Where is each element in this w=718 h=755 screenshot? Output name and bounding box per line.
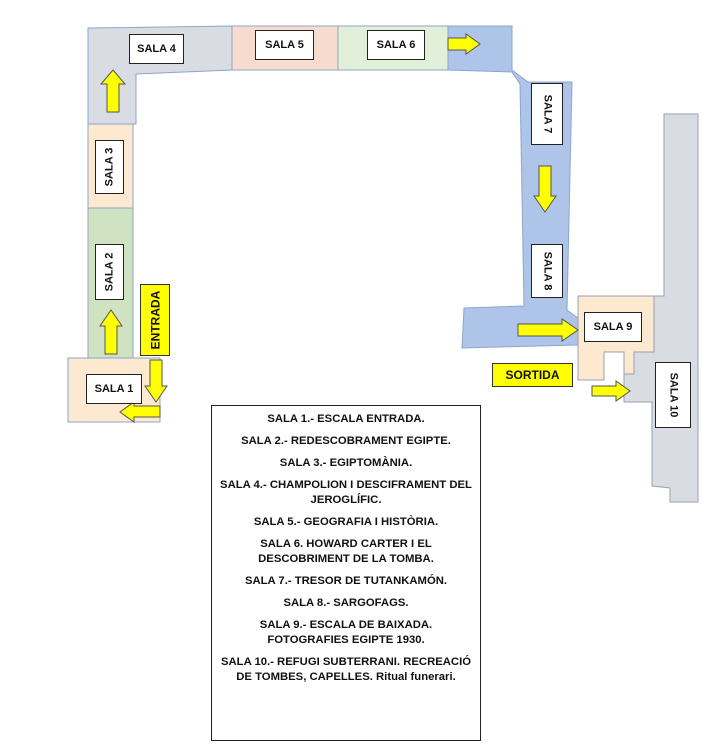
room-label-sala-1: SALA 1 <box>86 374 142 404</box>
arrow-down-entrada <box>144 359 168 403</box>
room-sala-7-8-area <box>447 25 579 349</box>
legend-item: SALA 7.- TRESOR DE TUTANKAMÓN. <box>244 575 448 587</box>
arrow-right-sala-9 <box>517 318 579 342</box>
room-label-sala-2: SALA 2 <box>95 244 124 300</box>
room-label-sala-3: SALA 3 <box>95 140 124 194</box>
arrow-left-sala-1 <box>119 401 161 423</box>
room-label-sala-10: SALA 10 <box>655 362 691 428</box>
arrow-right-sala-6 <box>447 33 481 55</box>
legend-item: SALA 3.- EGIPTOMÀNIA. <box>279 457 413 469</box>
room-label-sala-7: SALA 7 <box>531 83 563 145</box>
room-label-sala-9: SALA 9 <box>584 312 642 342</box>
room-label-sala-5: SALA 5 <box>255 30 314 60</box>
room-label-sala-6: SALA 6 <box>367 30 425 60</box>
entrance-label: ENTRADA <box>140 284 170 356</box>
legend-item: SALA 5.- GEOGRAFIA I HISTÒRIA. <box>253 516 439 528</box>
arrow-right-sala-10 <box>591 380 631 402</box>
arrow-down-sala-7 <box>533 165 557 213</box>
legend-item: SALA 8.- SARGOFAGS. <box>283 597 409 609</box>
legend-item: SALA 1.- ESCALA ENTRADA. <box>267 413 425 425</box>
exit-label: SORTIDA <box>492 363 573 387</box>
legend-item: SALA 9.- ESCALA DE BAIXADA. FOTOGRAFIES … <box>259 619 433 646</box>
legend-item: SALA 4.- CHAMPOLION I DESCIFRAMENT DEL J… <box>220 479 472 506</box>
legend-item: SALA 6. HOWARD CARTER I EL DESCOBRIMENT … <box>258 538 434 565</box>
room-label-sala-8: SALA 8 <box>531 244 563 298</box>
arrow-up-sala-2 <box>99 309 123 355</box>
arrow-up-sala-4 <box>99 69 127 113</box>
legend-item: SALA 2.- REDESCOBRAMENT EGIPTE. <box>241 435 451 447</box>
legend-item: SALA 10.- REFUGI SUBTERRANI. RECREACIÓ D… <box>220 656 471 683</box>
room-legend: SALA 1.- ESCALA ENTRADA. SALA 2.- REDESC… <box>211 405 481 741</box>
room-label-sala-4: SALA 4 <box>129 34 184 64</box>
